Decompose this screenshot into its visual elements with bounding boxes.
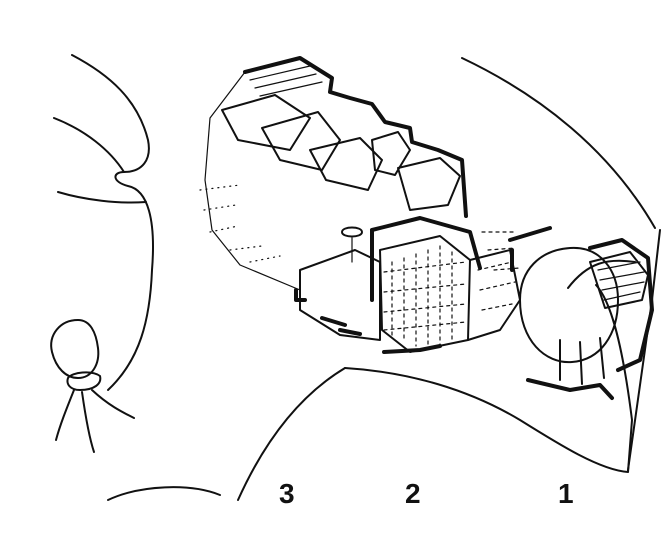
blower-leader-strap [567, 259, 636, 289]
pedal-arm-left [55, 389, 75, 441]
blower-scroll [519, 246, 619, 364]
dashboard-outline [461, 57, 656, 229]
blower-outline [508, 226, 654, 372]
left-lower-bracket [320, 316, 362, 336]
housing-left-outline [204, 71, 301, 291]
blower-base [526, 378, 614, 400]
top-duct-1 [221, 94, 311, 151]
part-label-1: 1 [558, 478, 574, 509]
right-outlet [397, 157, 461, 211]
blower-motor-stand [559, 337, 605, 385]
pedal-collar [66, 371, 102, 391]
pedal-bulb [50, 319, 100, 379]
part-label-2: 2 [405, 478, 421, 509]
connecting-duct-ribs [477, 261, 516, 311]
blower-inlet [589, 251, 649, 309]
blower-dash-detail [481, 231, 521, 271]
part-label-3: 3 [279, 478, 295, 509]
housing-top-outline [243, 56, 468, 218]
lower-left-arc [237, 367, 346, 501]
center-box-grid [391, 245, 453, 349]
top-vent-grille [249, 65, 323, 97]
left-lower-tab [294, 288, 307, 302]
center-box-base [382, 344, 442, 354]
bottom-left-arc [107, 486, 221, 501]
left-lower-circle [341, 226, 363, 238]
steering-lower-line [57, 191, 147, 204]
floor-outline [344, 284, 633, 473]
pedal-arm-down [81, 391, 95, 453]
top-duct-2 [261, 111, 341, 171]
blower-grille [597, 261, 645, 301]
left-lower-body [299, 249, 381, 341]
steering-inner-line [53, 117, 125, 173]
top-duct-3 [309, 137, 383, 191]
steering-outline [71, 54, 154, 391]
center-box-outline [370, 216, 482, 302]
center-outlet [371, 131, 411, 176]
left-lower-dots [199, 184, 281, 263]
center-box-ribs [383, 261, 467, 331]
pedal-arm-right [91, 389, 135, 419]
connecting-duct [467, 249, 521, 341]
center-box-body [379, 235, 471, 353]
